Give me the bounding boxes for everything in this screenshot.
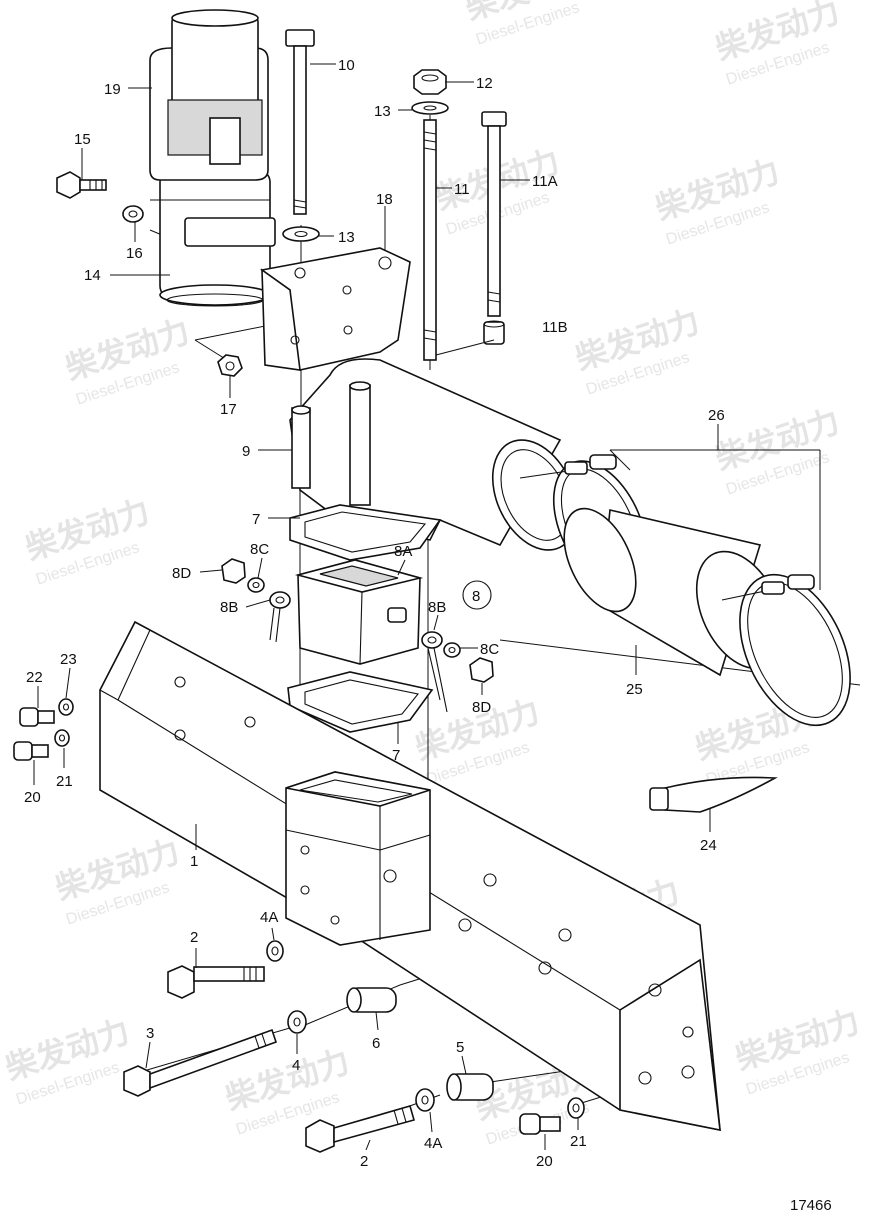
callout-8a: 8A <box>394 543 412 560</box>
nut-17 <box>217 354 243 377</box>
callout-7-upper: 7 <box>252 511 260 528</box>
watermark: 柴发动力 Diesel-Engines <box>221 1042 354 1139</box>
callout-8: 8 <box>472 588 480 605</box>
watermark: 柴发动力 Diesel-Engines <box>731 1002 864 1099</box>
ring-8b-left <box>269 591 291 643</box>
exhaust-elbow-9 <box>289 358 579 551</box>
callout-labels: 10 12 13 19 15 11 11A 18 13 16 14 11B 17… <box>24 57 832 1214</box>
callout-19: 19 <box>104 81 121 98</box>
watermark: 柴发动力 Diesel-Engines <box>1 1012 134 1109</box>
stud-11 <box>423 119 437 361</box>
callout-13-upper: 13 <box>374 103 391 120</box>
callout-20-left: 20 <box>24 789 41 806</box>
callout-8d-right: 8D <box>472 699 491 716</box>
washer-4a-lower <box>415 1088 435 1112</box>
washer-4a-upper <box>266 940 284 962</box>
callout-21-lower: 21 <box>570 1133 587 1150</box>
bracket-18 <box>260 247 411 371</box>
leader-lines <box>33 63 821 1151</box>
watermark: 柴发动力 Diesel-Engines <box>431 142 564 239</box>
callout-4a-lower: 4A <box>424 1135 442 1152</box>
bolt-2-lower <box>305 1105 415 1153</box>
callout-13-lower: 13 <box>338 229 355 246</box>
watermark: 柴发动力 Diesel-Engines <box>61 312 194 409</box>
callout-9: 9 <box>242 443 250 460</box>
watermark: 柴发动力 Diesel-Engines <box>571 302 704 399</box>
circle-8 <box>462 580 492 610</box>
callout-3: 3 <box>146 1025 154 1042</box>
washer-23 <box>58 698 74 716</box>
sleeve-6 <box>346 987 397 1013</box>
callout-10: 10 <box>338 57 355 74</box>
washer-8c-left <box>247 577 265 593</box>
callout-17: 17 <box>220 401 237 418</box>
callout-8c-right: 8C <box>480 641 499 658</box>
bolt-11a <box>481 111 507 317</box>
sleeve-5 <box>446 1073 494 1101</box>
gasket-7-lower <box>287 671 434 733</box>
bolt-22 <box>19 707 55 727</box>
bolt-20-lower <box>519 1113 561 1135</box>
callout-8b-left: 8B <box>220 599 238 616</box>
bolt-15 <box>56 171 107 199</box>
nut-8d-right <box>469 657 494 683</box>
callout-26: 26 <box>708 407 725 424</box>
callout-2-upper: 2 <box>190 929 198 946</box>
tube-24 <box>649 776 778 813</box>
watermark: 柴发动力 Diesel-Engines <box>711 0 844 89</box>
washer-21-left <box>54 729 70 747</box>
manifold-1 <box>99 620 721 1132</box>
callout-14: 14 <box>84 267 101 284</box>
watermark: 柴发动力 Diesel-Engines <box>461 0 594 49</box>
bolt-2-upper <box>167 965 265 999</box>
callout-22: 22 <box>26 669 43 686</box>
clamp-26-lower <box>721 573 851 727</box>
callout-11a: 11A <box>532 173 558 190</box>
callout-1: 1 <box>190 853 198 870</box>
gasket-7-upper <box>289 504 442 561</box>
watermark: 柴发动力 Diesel-Engines <box>21 492 154 589</box>
callout-6: 6 <box>372 1035 380 1052</box>
callout-24: 24 <box>700 837 717 854</box>
callout-8c-left: 8C <box>250 541 269 558</box>
bolt-20-left <box>13 741 49 761</box>
callout-12: 12 <box>476 75 493 92</box>
nut-12 <box>413 69 447 95</box>
nut-8d-left <box>221 558 246 584</box>
callout-25: 25 <box>626 681 643 698</box>
callout-11: 11 <box>454 181 470 198</box>
sleeve-11b <box>483 320 505 345</box>
bolt-3 <box>123 1028 278 1097</box>
callout-11b: 11B <box>542 319 568 336</box>
filter-canister <box>149 9 276 307</box>
callout-23: 23 <box>60 651 77 668</box>
washer-13-upper <box>411 101 449 115</box>
callout-5: 5 <box>456 1039 464 1056</box>
callout-20-lower: 20 <box>536 1153 553 1170</box>
callout-8d-left: 8D <box>172 565 191 582</box>
watermark: 柴发动力 Diesel-Engines <box>651 152 784 249</box>
callout-2-lower: 2 <box>360 1153 368 1170</box>
callout-16: 16 <box>126 245 143 262</box>
washer-13-lower <box>282 226 320 242</box>
callout-8b-right: 8B <box>428 599 446 616</box>
ring-8b-right <box>421 631 448 713</box>
callout-4: 4 <box>292 1057 300 1074</box>
washer-8c-right <box>443 642 461 658</box>
callout-18: 18 <box>376 191 393 208</box>
drawing-number: 17466 <box>790 1197 832 1214</box>
washer-4 <box>287 1010 307 1034</box>
washer-16 <box>122 205 144 223</box>
watermark: 柴发动力 Diesel-Engines <box>51 832 184 929</box>
callout-21-left: 21 <box>56 773 73 790</box>
callout-7-lower: 7 <box>392 747 400 764</box>
valve-box-8 <box>294 559 424 665</box>
callout-4a-upper: 4A <box>260 909 278 926</box>
callout-15: 15 <box>74 131 91 148</box>
bolt-10 <box>285 29 315 215</box>
washer-21-lower <box>567 1097 585 1119</box>
